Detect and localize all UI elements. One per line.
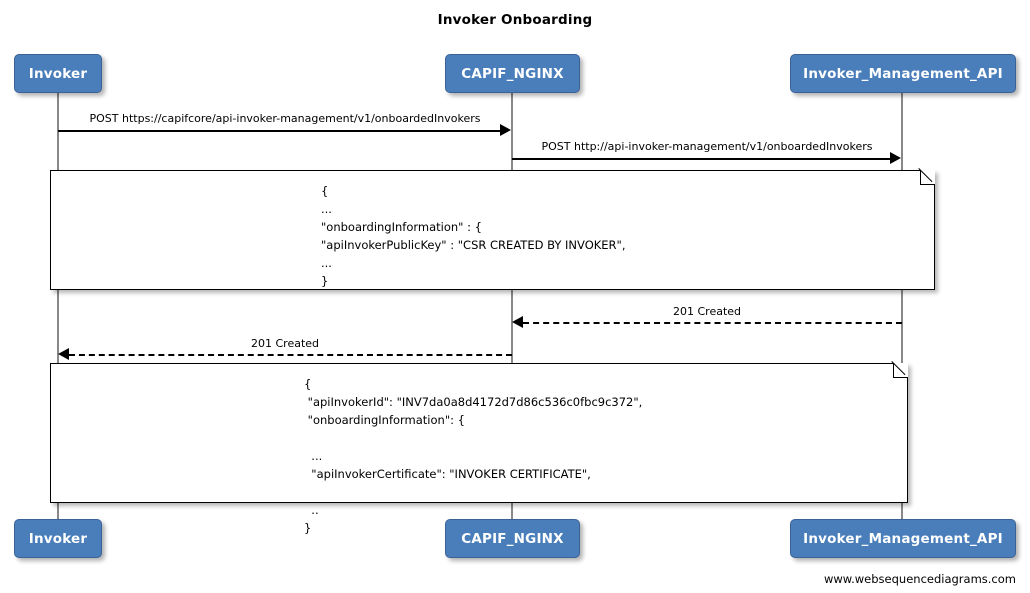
participant-top-capif-nginx[interactable]: CAPIF_NGINX: [445, 54, 580, 93]
note-text: { "apiInvokerId": "INV7da0a8d4172d7d86c5…: [304, 377, 643, 535]
lifeline-capif-nginx: [511, 92, 513, 520]
lifeline-invoker-management-api: [901, 92, 903, 520]
note-text: { ... "onboardingInformation" : { "apiIn…: [321, 184, 626, 288]
message-line-2: [512, 158, 891, 160]
participant-bottom-capif-nginx[interactable]: CAPIF_NGINX: [445, 519, 580, 558]
participant-label: Invoker_Management_API: [803, 65, 1003, 82]
message-label-4: 201 Created: [250, 337, 320, 350]
note-onboarding-response: { "apiInvokerId": "INV7da0a8d4172d7d86c5…: [50, 363, 908, 535]
note-fold-icon: [920, 170, 935, 185]
note-fold-icon: [893, 363, 908, 378]
page-title: Invoker Onboarding: [437, 12, 593, 28]
message-arrowhead-2: [890, 152, 901, 164]
message-line-1: [58, 130, 501, 132]
message-label-1: POST https://capifcore/api-invoker-manag…: [89, 112, 481, 125]
participant-label: CAPIF_NGINX: [461, 65, 564, 82]
participant-label: CAPIF_NGINX: [461, 530, 564, 547]
footer-watermark: www.websequencediagrams.com: [823, 572, 1016, 586]
lifeline-invoker: [57, 92, 59, 520]
message-arrowhead-4: [58, 348, 69, 360]
message-line-3: [523, 322, 902, 324]
participant-top-invoker-management-api[interactable]: Invoker_Management_API: [790, 54, 1016, 93]
participant-label: Invoker: [28, 65, 88, 82]
participant-bottom-invoker-management-api[interactable]: Invoker_Management_API: [790, 519, 1016, 558]
message-line-4: [69, 354, 512, 356]
note-onboarding-request: { ... "onboardingInformation" : { "apiIn…: [50, 170, 935, 290]
participant-bottom-invoker[interactable]: Invoker: [14, 519, 102, 558]
message-label-2: POST http://api-invoker-management/v1/on…: [541, 140, 873, 153]
message-arrowhead-3: [512, 316, 523, 328]
message-label-3: 201 Created: [672, 305, 742, 318]
participant-top-invoker[interactable]: Invoker: [14, 54, 102, 93]
participant-label: Invoker: [28, 530, 88, 547]
message-arrowhead-1: [500, 124, 511, 136]
participant-label: Invoker_Management_API: [803, 530, 1003, 547]
